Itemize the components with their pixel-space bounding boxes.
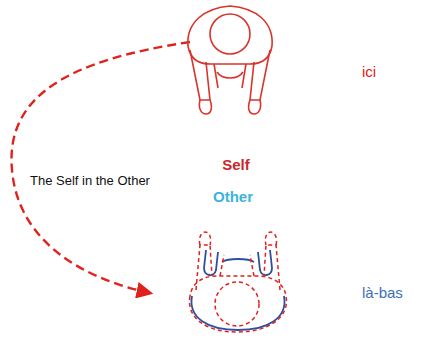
self-in-other-arrow bbox=[11, 42, 190, 293]
figure-label: Self bbox=[222, 156, 250, 173]
figure-label: ici bbox=[362, 63, 376, 80]
figure-label: là-bas bbox=[362, 284, 403, 301]
figure-label: Other bbox=[213, 188, 253, 205]
self-figure bbox=[188, 6, 272, 114]
other-figure bbox=[189, 232, 286, 332]
arrow-label: The Self in the Other bbox=[28, 174, 152, 189]
